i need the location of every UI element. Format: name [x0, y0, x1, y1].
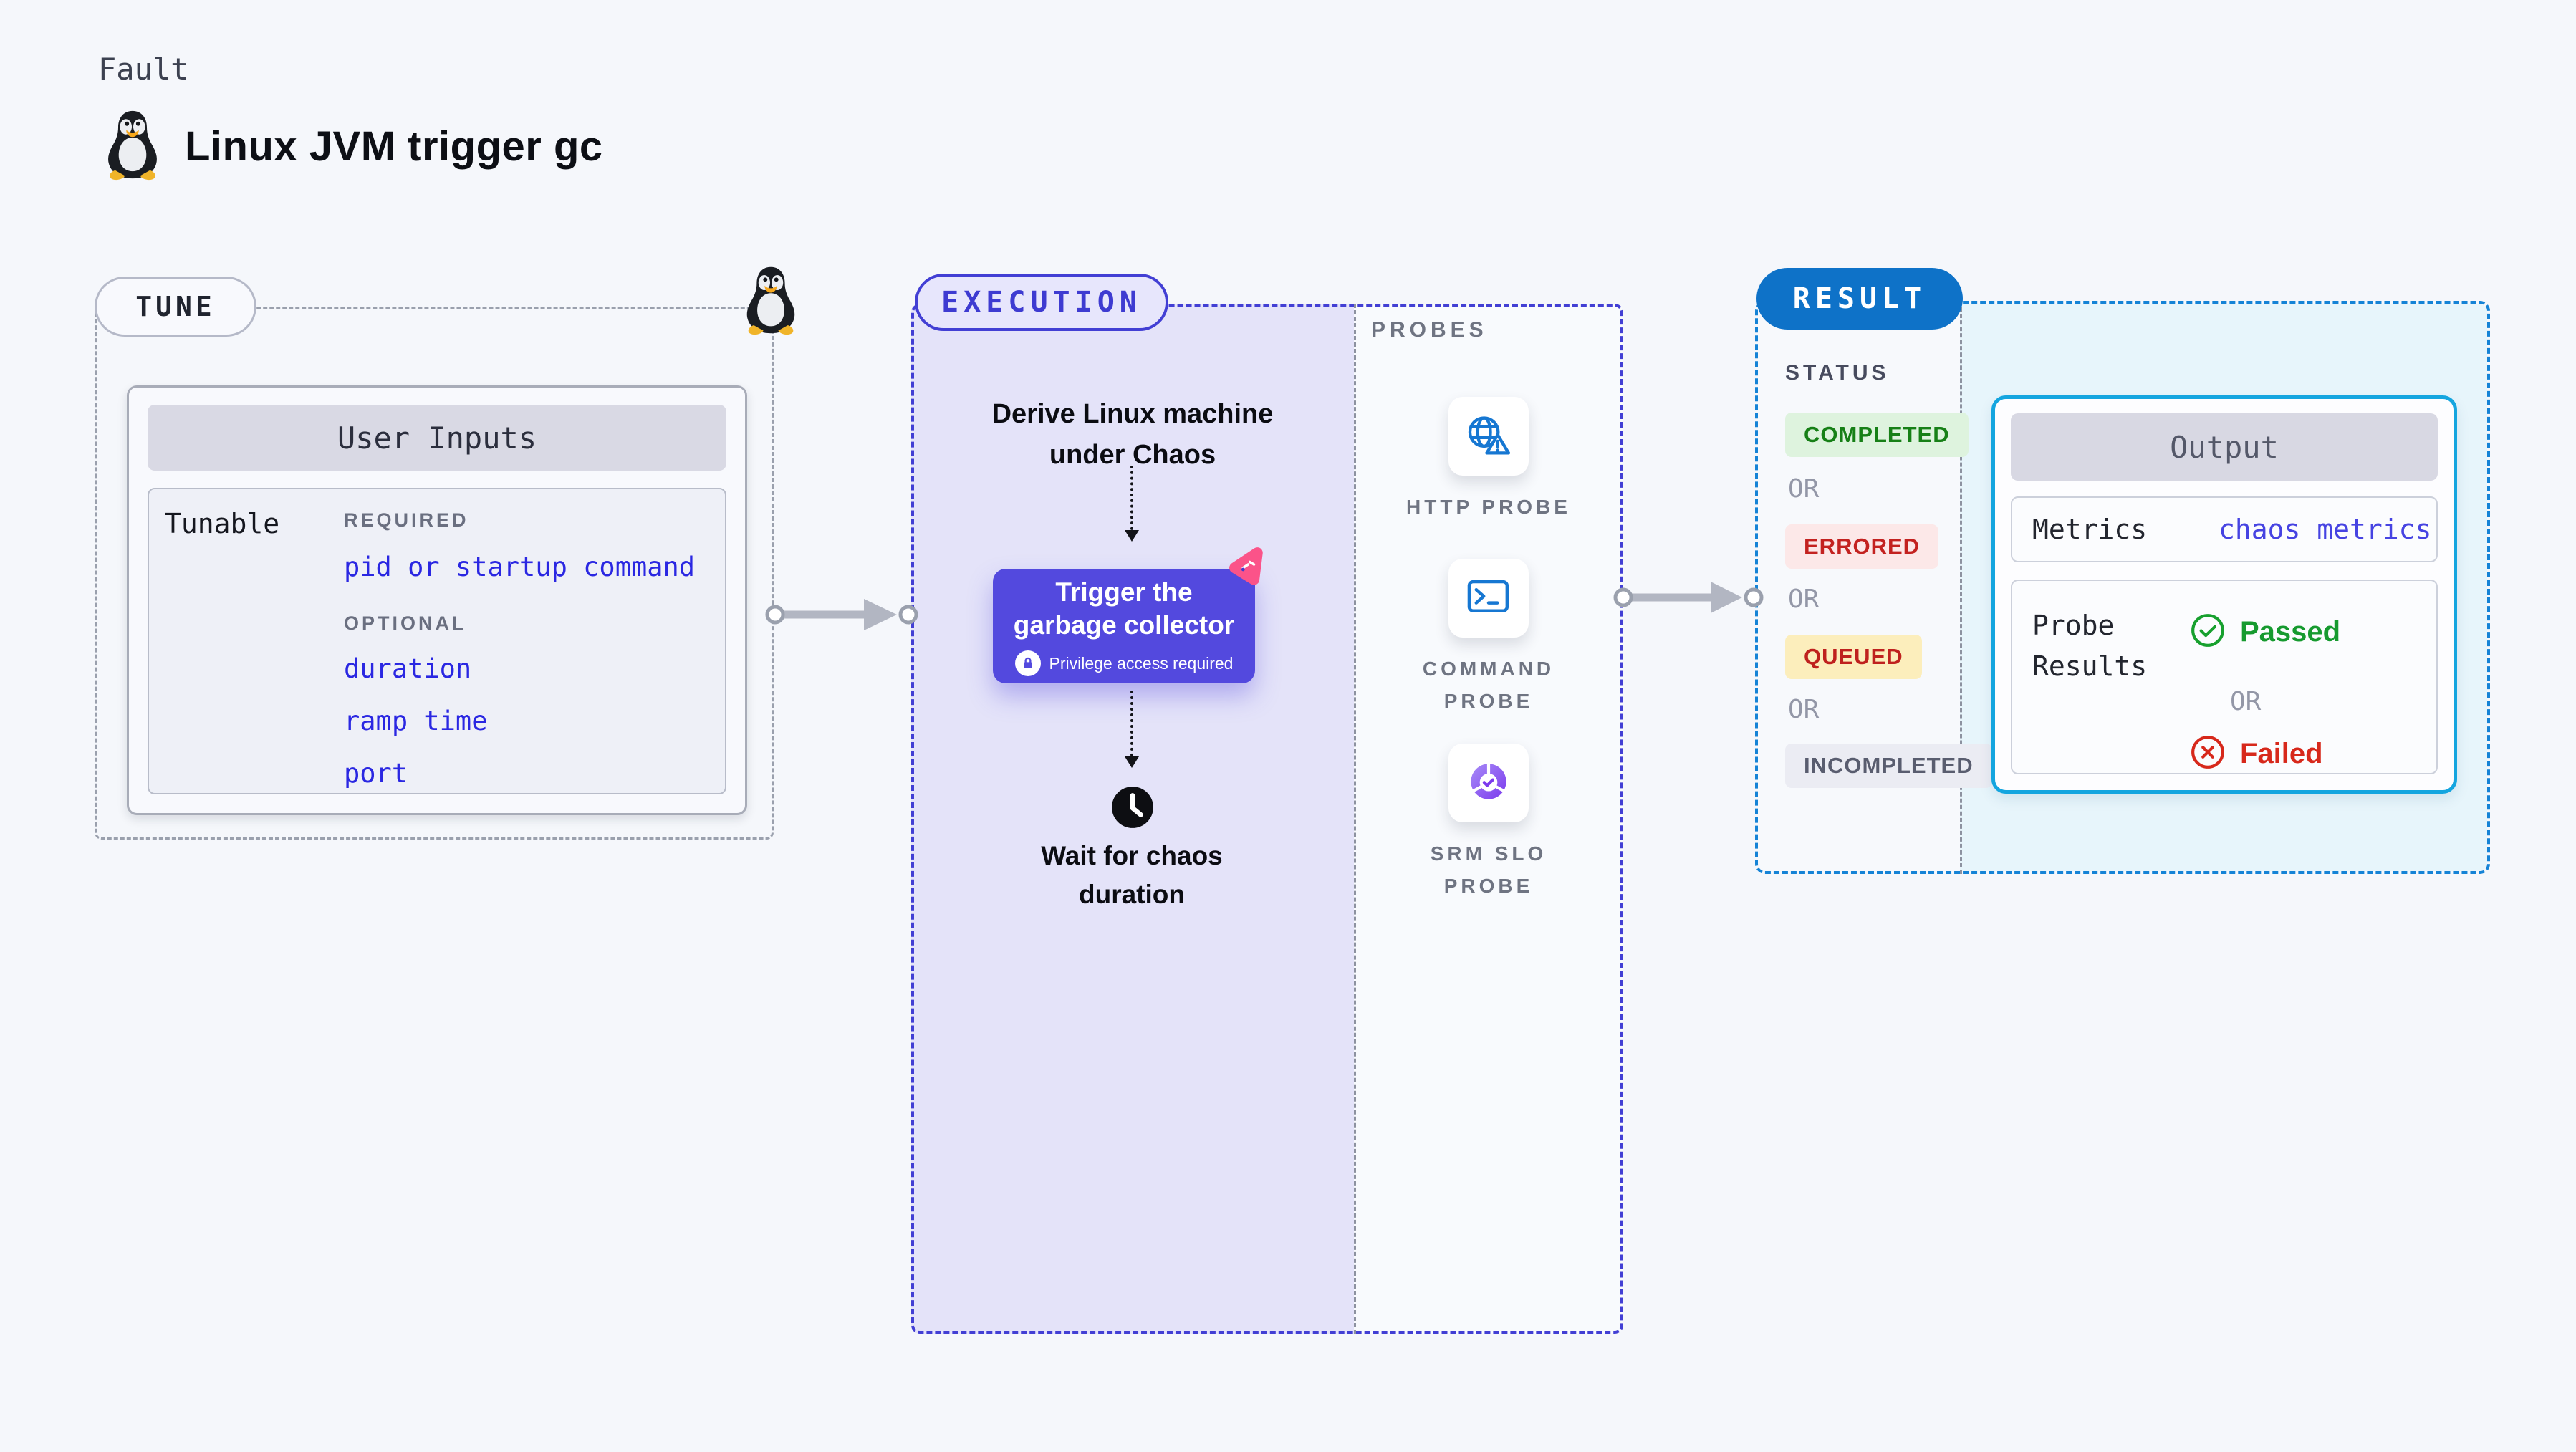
fault-eyebrow: Fault [98, 52, 189, 87]
status-title: STATUS [1785, 361, 1890, 385]
flow-arrow-down [1125, 466, 1139, 542]
user-inputs-body: Tunable REQUIRED pid or startup command … [148, 488, 726, 794]
srm-slo-probe-label: SRM SLO PROBE [1430, 842, 1547, 897]
passed-label: Passed [2240, 616, 2341, 648]
optional-group-label: OPTIONAL [344, 612, 467, 634]
x-circle-icon [2190, 734, 2226, 774]
globe-alert-icon [1465, 413, 1512, 461]
param-port[interactable]: port [344, 758, 408, 789]
failed-result: Failed [2190, 734, 2323, 774]
status-badge-queued: QUEUED [1785, 635, 1922, 679]
status-badge-errored: ERRORED [1785, 524, 1939, 569]
terminal-icon [1466, 577, 1512, 620]
http-probe-card[interactable] [1448, 397, 1529, 476]
or-separator: OR [2230, 687, 2262, 716]
output-header: Output [2011, 413, 2438, 481]
http-probe-label: HTTP PROBE [1406, 496, 1571, 518]
title-row: Linux JVM trigger gc [102, 109, 603, 184]
metrics-label: Metrics [2032, 514, 2148, 545]
chaos-pink-icon [1226, 544, 1267, 585]
tune-section-box [95, 307, 774, 840]
tunable-params: REQUIRED pid or startup command OPTIONAL… [344, 504, 695, 810]
command-probe-card[interactable] [1448, 559, 1529, 638]
required-group-label: REQUIRED [344, 509, 469, 531]
metrics-value-link[interactable]: chaos metrics [2219, 514, 2432, 545]
probe-results-row: Probe Results Passed OR [2011, 580, 2438, 774]
command-probe-label: COMMAND PROBE [1422, 658, 1555, 712]
user-inputs-header: User Inputs [148, 405, 726, 471]
trigger-gc-node[interactable]: Trigger the garbage collector Privilege … [993, 569, 1255, 683]
probes-title: PROBES [1371, 318, 1488, 342]
param-duration[interactable]: duration [344, 653, 472, 684]
status-output-divider [1960, 301, 1962, 874]
derive-step-text: Derive Linux machine under Chaos [991, 399, 1274, 470]
flow-arrow-down [1125, 691, 1139, 768]
execution-probes-divider [1354, 304, 1356, 1334]
tune-badge: TUNE [95, 277, 256, 337]
or-separator: OR [1788, 585, 1820, 614]
passed-result: Passed [2190, 612, 2340, 652]
execution-to-result-arrow [1613, 582, 1764, 613]
execution-badge: EXECUTION [915, 274, 1168, 331]
failed-label: Failed [2240, 738, 2323, 769]
donut-check-icon [1466, 760, 1512, 807]
status-badge-completed: COMPLETED [1785, 413, 1969, 457]
tune-to-execution-arrow [765, 599, 918, 630]
user-inputs-card: User Inputs Tunable REQUIRED pid or star… [127, 385, 747, 815]
privilege-note: Privilege access required [1014, 650, 1233, 677]
wait-step-text: Wait for chaos duration [1041, 841, 1223, 909]
tux-penguin-icon [102, 109, 163, 184]
result-badge: RESULT [1756, 268, 1963, 330]
status-badge-incompleted: INCOMPLETED [1785, 744, 1992, 788]
check-circle-icon [2190, 612, 2226, 652]
execution-section-box [911, 304, 1623, 1334]
param-ramp-time[interactable]: ramp time [344, 706, 488, 736]
lock-icon [1014, 650, 1041, 677]
srm-slo-probe-card[interactable] [1448, 744, 1529, 822]
result-section-box [1755, 301, 2490, 874]
or-separator: OR [1788, 695, 1820, 724]
or-separator: OR [1788, 474, 1820, 504]
clock-icon [1110, 785, 1155, 833]
page-title: Linux JVM trigger gc [185, 123, 603, 170]
metrics-row: Metrics chaos metrics [2011, 496, 2438, 562]
param-pid-or-startup-command[interactable]: pid or startup command [344, 552, 696, 582]
probe-results-label: Probe Results [2032, 610, 2148, 682]
tunable-row-label: Tunable [165, 508, 280, 539]
output-card: Output Metrics chaos metrics Probe Resul… [1991, 395, 2457, 794]
tux-penguin-icon [741, 265, 801, 339]
